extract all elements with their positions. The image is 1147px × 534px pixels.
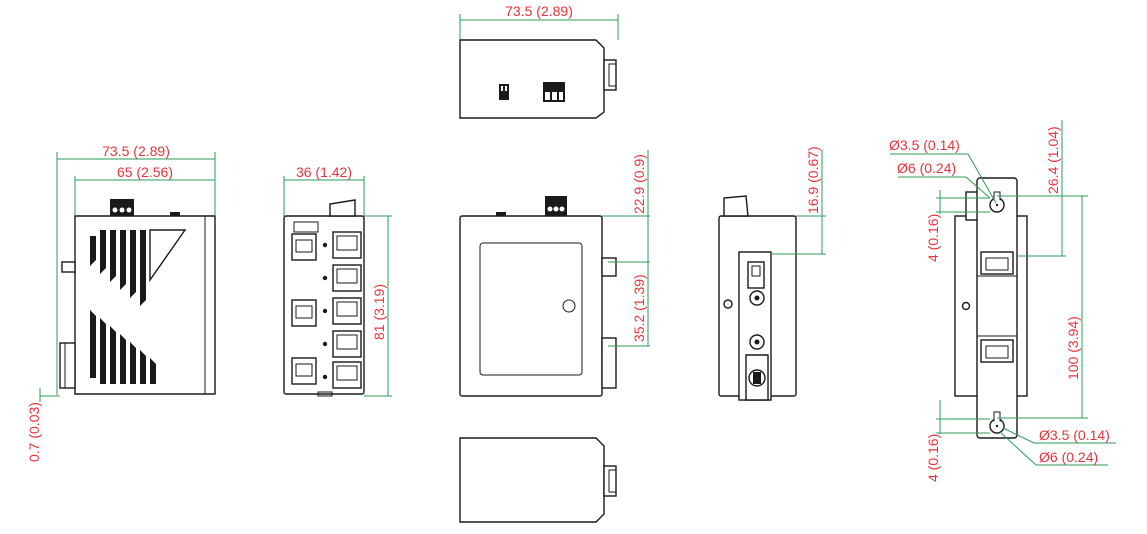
rj45-ports xyxy=(291,231,362,389)
wall-height-label: 100 (3.94) xyxy=(1065,316,1081,380)
hole-bottom-small-label: Ø3.5 (0.14) xyxy=(1039,427,1110,443)
wall-mount-view: Ø3.5 (0.14) Ø6 (0.24) 26.4 (1.04) 100 (3… xyxy=(889,120,1116,482)
hole-bottom-large-label: Ø6 (0.24) xyxy=(1039,449,1098,465)
top-view: 73.5 (2.89) xyxy=(459,3,619,119)
dip-switch-icon xyxy=(499,84,509,100)
bottom-body xyxy=(459,437,605,523)
side-width-body-label: 65 (2.56) xyxy=(117,164,173,180)
front-width-label: 36 (1.42) xyxy=(296,164,352,180)
rear-top-offset-label: 22.9 (0.9) xyxy=(631,154,647,214)
slot-top-label: 4 (0.16) xyxy=(925,214,941,262)
bottom-view xyxy=(459,437,617,523)
side-view-right: 16.9 (0.67) xyxy=(718,146,826,401)
right-top-offset-label: 16.9 (0.67) xyxy=(805,146,821,214)
rear-label-panel xyxy=(479,242,583,376)
wall-top-offset-label: 26.4 (1.04) xyxy=(1045,126,1061,194)
front-height-label: 81 (3.19) xyxy=(371,284,387,340)
hole-top-large-label: Ø6 (0.24) xyxy=(897,160,956,176)
rear-body xyxy=(459,215,603,397)
side-offset-label: 0.7 (0.03) xyxy=(26,402,42,462)
wall-plate xyxy=(976,177,1018,439)
side-view-left: 73.5 (2.89) 65 (2.56) xyxy=(26,143,216,462)
rear-view: 22.9 (0.9) 35.2 (1.39) xyxy=(459,150,650,397)
front-ports-view: 36 (1.42) 81 (3.19) xyxy=(283,164,392,397)
rear-mid-offset-label: 35.2 (1.39) xyxy=(631,274,647,342)
hole-top-small-label: Ø3.5 (0.14) xyxy=(889,137,960,153)
side-width-total-label: 73.5 (2.89) xyxy=(102,143,170,159)
top-body xyxy=(459,39,605,119)
slot-bottom-label: 4 (0.16) xyxy=(925,434,941,482)
top-width-label: 73.5 (2.89) xyxy=(505,3,573,19)
vent-slots xyxy=(90,230,156,384)
